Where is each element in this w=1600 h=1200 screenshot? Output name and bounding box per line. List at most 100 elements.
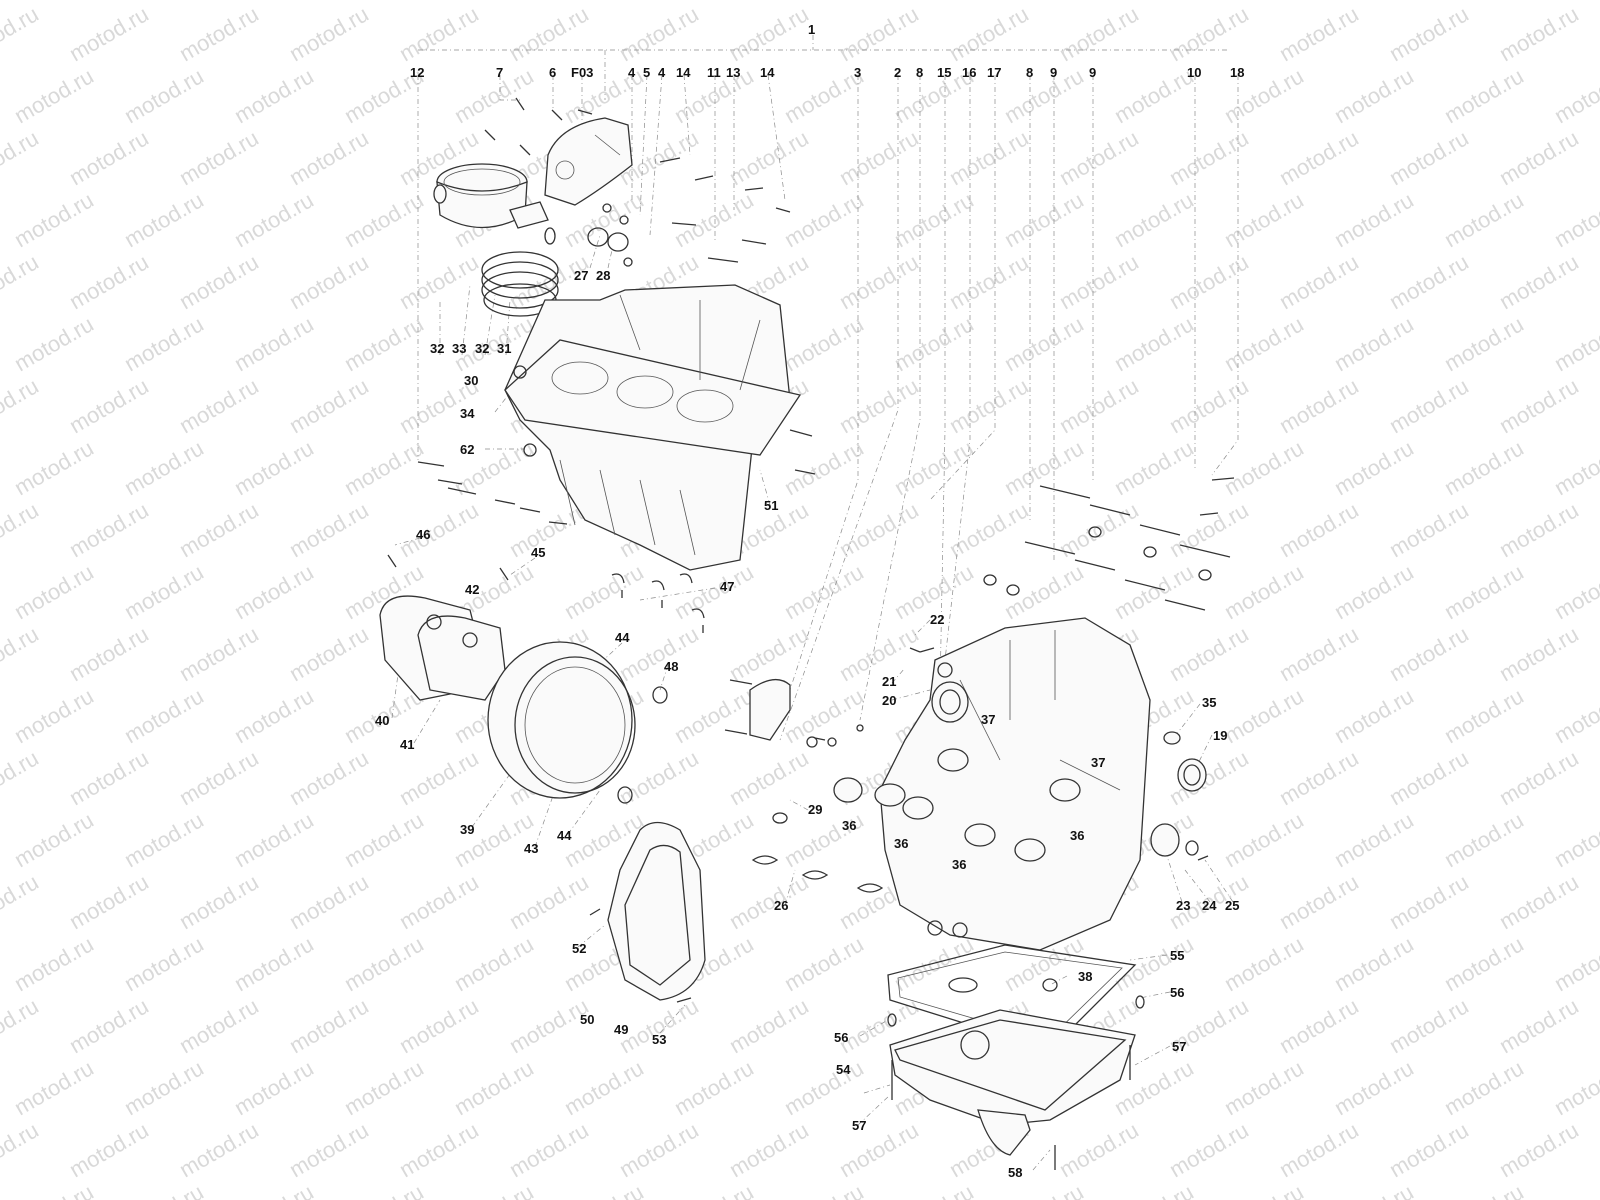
watermark-text: motod.ru xyxy=(340,931,428,996)
watermark-text: motod.ru xyxy=(175,497,263,562)
watermark-text: motod.ru xyxy=(1220,559,1308,624)
callout-12: 12 xyxy=(410,65,424,80)
watermark-text: motod.ru xyxy=(725,125,813,190)
watermark-text: motod.ru xyxy=(120,931,208,996)
callout-27: 27 xyxy=(574,268,588,283)
watermark-text: motod.ru xyxy=(1495,497,1583,562)
watermark-text: motod.ru xyxy=(1275,1117,1363,1182)
watermark-text: motod.ru xyxy=(1220,435,1308,500)
watermark-text: motod.ru xyxy=(890,0,978,4)
watermark-text: motod.ru xyxy=(65,993,153,1058)
callout-4b: 4 xyxy=(658,65,666,80)
watermark-text: motod.ru xyxy=(1440,435,1528,500)
watermark-text: motod.ru xyxy=(945,1,1033,66)
watermark-text: motod.ru xyxy=(615,1,703,66)
callout-16: 16 xyxy=(962,65,976,80)
watermark-text: motod.ru xyxy=(175,1,263,66)
watermark-text: motod.ru xyxy=(230,931,318,996)
side-cover-plates xyxy=(379,554,509,701)
watermark-text: motod.ru xyxy=(10,311,98,376)
callout-19: 19 xyxy=(1213,728,1227,743)
watermark-text: motod.ru xyxy=(1220,187,1308,252)
watermark-text: motod.ru xyxy=(120,0,208,4)
watermark-text: motod.ru xyxy=(670,1055,758,1120)
watermark-text: motod.ru xyxy=(1495,373,1583,438)
callout-56a: 56 xyxy=(1170,985,1184,1000)
callout-labels: 1 12 7 6 F03 4 5 4 14 11 13 14 3 2 8 15 … xyxy=(375,22,1244,1180)
watermark-text: motod.ru xyxy=(1110,435,1198,500)
callout-8b: 8 xyxy=(1026,65,1033,80)
watermark-text: motod.ru xyxy=(1000,63,1088,128)
watermark-text: motod.ru xyxy=(0,745,43,810)
watermark-text: motod.ru xyxy=(1385,1117,1473,1182)
watermark-text: motod.ru xyxy=(65,497,153,562)
watermark-text: motod.ru xyxy=(1165,373,1253,438)
watermark-text: motod.ru xyxy=(780,559,868,624)
watermark-text: motod.ru xyxy=(1330,311,1418,376)
watermark-text: motod.ru xyxy=(1165,1,1253,66)
watermark-text: motod.ru xyxy=(1495,1117,1583,1182)
watermark-text: motod.ru xyxy=(285,1117,373,1182)
watermark-text: motod.ru xyxy=(395,249,483,314)
watermark-text: motod.ru xyxy=(1000,435,1088,500)
watermark-text: motod.ru xyxy=(505,1,593,66)
connecting-rod-cap xyxy=(544,117,633,206)
watermark-text: motod.ru xyxy=(890,1179,978,1200)
watermark-text: motod.ru xyxy=(285,249,373,314)
watermark-text: motod.ru xyxy=(1275,497,1363,562)
watermark-text: motod.ru xyxy=(670,187,758,252)
oil-pan-gasket xyxy=(887,944,1137,1051)
watermark-text: motod.ru xyxy=(230,311,318,376)
callout-32a: 32 xyxy=(430,341,444,356)
watermark-text: motod.ru xyxy=(1550,0,1600,4)
callout-48: 48 xyxy=(664,659,678,674)
watermark-text: motod.ru xyxy=(10,931,98,996)
watermark-text: motod.ru xyxy=(1110,1179,1198,1200)
watermark-text: motod.ru xyxy=(1000,311,1088,376)
watermark-text: motod.ru xyxy=(1220,683,1308,748)
watermark-text: motod.ru xyxy=(120,559,208,624)
watermark-text: motod.ru xyxy=(285,497,373,562)
watermark-text: motod.ru xyxy=(0,249,43,314)
watermark-text: motod.ru xyxy=(65,373,153,438)
watermark-text: motod.ru xyxy=(0,621,43,686)
watermark-text: motod.ru xyxy=(780,1179,868,1200)
callout-62: 62 xyxy=(460,442,474,457)
watermark-text: motod.ru xyxy=(945,497,1033,562)
callout-9a: 9 xyxy=(1050,65,1057,80)
watermark-text: motod.ru xyxy=(1385,621,1473,686)
watermark-text: motod.ru xyxy=(945,125,1033,190)
watermark-text: motod.ru xyxy=(780,187,868,252)
callout-3: 3 xyxy=(854,65,861,80)
watermark-text: motod.ru xyxy=(10,63,98,128)
callout-F03: F03 xyxy=(571,65,593,80)
watermark-text: motod.ru xyxy=(1110,0,1198,4)
watermark-text: motod.ru xyxy=(395,993,483,1058)
callout-15: 15 xyxy=(937,65,951,80)
callout-6: 6 xyxy=(549,65,556,80)
watermark-text: motod.ru xyxy=(1440,807,1528,872)
watermark-text: motod.ru xyxy=(1440,187,1528,252)
watermark-text: motod.ru xyxy=(0,1117,43,1182)
watermark-text: motod.ru xyxy=(1550,683,1600,748)
watermark-text: motod.ru xyxy=(1000,0,1088,4)
callout-24: 24 xyxy=(1202,898,1217,913)
watermark-text: motod.ru xyxy=(450,807,538,872)
watermark-text: motod.ru xyxy=(395,1,483,66)
watermark-text: motod.ru xyxy=(340,187,428,252)
watermark-text: motod.ru xyxy=(175,993,263,1058)
watermark-text: motod.ru xyxy=(1495,745,1583,810)
watermark-text: motod.ru xyxy=(1165,125,1253,190)
watermark-text: motod.ru xyxy=(1055,1117,1143,1182)
watermark-text: motod.ru xyxy=(0,993,43,1058)
watermark-text: motod.ru xyxy=(340,807,428,872)
callout-55: 55 xyxy=(1170,948,1184,963)
watermark-text: motod.ru xyxy=(725,1117,813,1182)
watermark-text: motod.ru xyxy=(120,1179,208,1200)
callout-35: 35 xyxy=(1202,695,1216,710)
watermark-text: motod.ru xyxy=(1495,621,1583,686)
watermark-text: motod.ru xyxy=(1550,311,1600,376)
watermark-text: motod.ru xyxy=(0,1,43,66)
watermark-text: motod.ru xyxy=(10,435,98,500)
watermark-text: motod.ru xyxy=(670,683,758,748)
